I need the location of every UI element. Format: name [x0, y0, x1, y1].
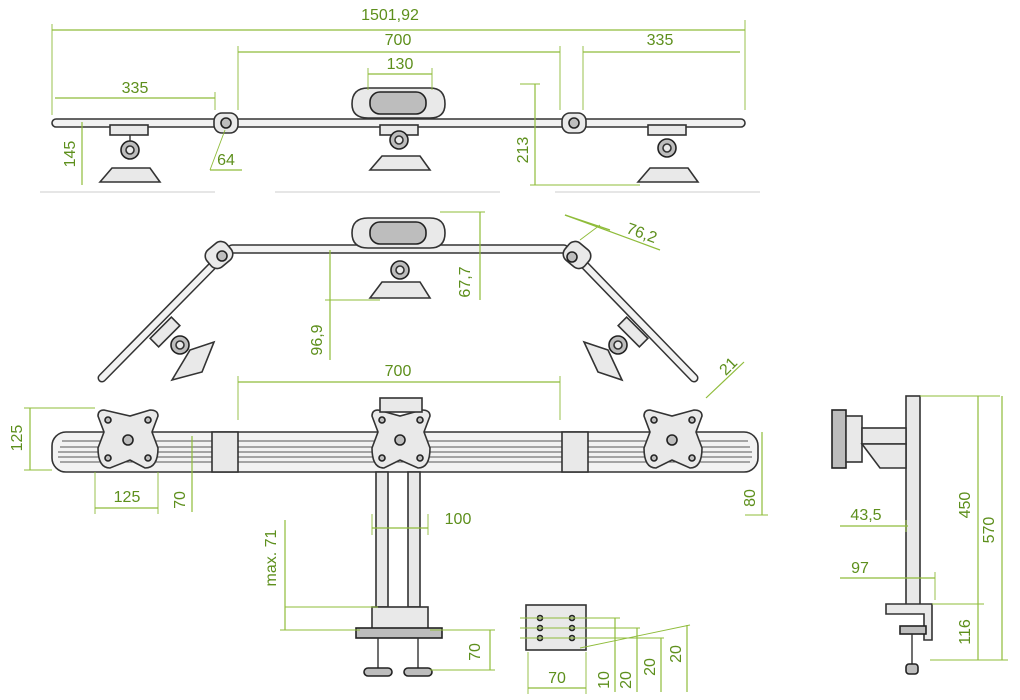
dim-mid-depth: 96,9 — [309, 324, 326, 355]
front-joint-left — [211, 431, 239, 473]
angled-joint-right — [562, 240, 592, 270]
dim-top-right: 335 — [647, 32, 674, 49]
dim-top-left: 335 — [122, 80, 149, 97]
dim-plate-20b: 20 — [642, 658, 659, 676]
top-clamp-left — [98, 124, 162, 183]
dim-front-max: max. 71 — [263, 529, 280, 586]
top-clamp-center — [368, 124, 432, 171]
angled-view: 67,7 96,9 76,2 21 — [97, 211, 745, 399]
dim-front-clamp: 70 — [467, 643, 484, 661]
dim-mid-bar: 21 — [717, 354, 742, 379]
front-joint-right — [561, 431, 589, 473]
angled-clamp-right — [582, 316, 649, 382]
side-view: 43,5 97 450 570 116 — [831, 395, 1008, 675]
angled-clamp-left — [149, 316, 216, 382]
dim-top-total: 1501,92 — [361, 7, 419, 24]
dim-side-570: 570 — [981, 517, 998, 544]
vesa-plate-left — [97, 409, 159, 469]
dim-front-vesa-h: 125 — [114, 489, 141, 506]
dim-side-43: 43,5 — [850, 507, 881, 524]
dim-top-joint: 64 — [217, 152, 235, 169]
dim-mid-offset: 67,7 — [457, 266, 474, 297]
dim-front-bar-h: 70 — [172, 491, 189, 509]
front-pole — [355, 471, 443, 677]
front-view: 700 125 125 70 80 100 max. 71 70 70 — [9, 363, 768, 694]
dim-side-116: 116 — [957, 619, 974, 645]
dim-front-center: 700 — [385, 363, 412, 380]
mounting-plate — [525, 604, 587, 651]
vesa-plate-center — [371, 397, 431, 469]
dim-top-height-right: 213 — [515, 137, 532, 164]
dim-side-450: 450 — [957, 492, 974, 519]
dim-top-height-left: 145 — [62, 141, 79, 168]
angled-clamp-center — [368, 260, 432, 299]
side-clamp — [885, 603, 933, 675]
dim-side-97: 97 — [851, 560, 869, 577]
dim-front-vesa-v: 125 — [9, 425, 26, 452]
dim-plate-20c: 20 — [668, 645, 685, 663]
dim-plate-10: 10 — [596, 671, 613, 689]
dim-plate-20a: 20 — [618, 671, 635, 689]
top-center-plate — [351, 87, 446, 119]
dim-top-center: 700 — [385, 32, 412, 49]
top-joint-right — [561, 112, 587, 134]
vesa-plate-right — [643, 409, 703, 469]
angled-center-plate — [351, 217, 446, 249]
side-pole — [905, 395, 921, 609]
dim-plate-w: 70 — [548, 670, 566, 687]
side-head — [831, 409, 907, 469]
top-joint-left — [213, 112, 239, 134]
angled-joint-left — [204, 240, 234, 270]
dim-front-pole-w: 100 — [445, 511, 472, 528]
top-clamp-right — [636, 124, 700, 183]
dim-top-plate: 130 — [387, 56, 414, 73]
dim-front-bar-total: 80 — [742, 489, 759, 507]
top-view: 1501,92 700 335 335 130 145 64 213 — [40, 7, 760, 193]
